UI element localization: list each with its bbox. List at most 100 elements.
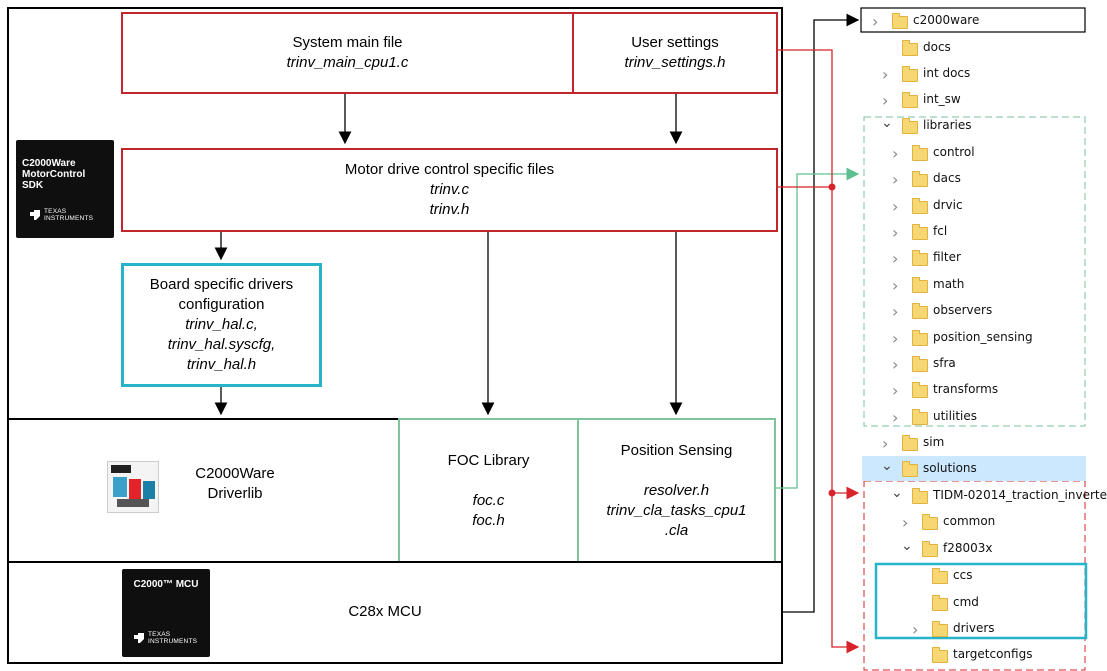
folder-icon [912,250,928,266]
junction-dot [828,183,836,191]
tree-item-label[interactable]: sfra [933,356,956,370]
folder-icon [902,40,918,56]
foc-title: FOC Library [447,451,530,469]
tree-item-label[interactable]: common [943,514,996,528]
tree-item-label[interactable]: utilities [933,409,977,423]
folder-icon [932,568,948,584]
tree-item-label[interactable]: observers [933,303,993,317]
system-main-title: System main file [292,34,403,51]
tree-item-label[interactable]: ccs [953,568,973,582]
folder-icon [912,145,928,161]
tree-item-label[interactable]: TIDM-02014_traction_inverte [933,488,1107,502]
tree-item-label[interactable]: transforms [933,382,999,396]
tree-item-label[interactable]: drvic [933,198,963,212]
tree-item-label[interactable]: int_sw [923,92,961,106]
tree-item-label[interactable]: cmd [953,595,979,609]
chevron-right-icon[interactable]: › [892,355,899,374]
board-drivers-file1: trinv_hal.c, [185,316,258,333]
ti-mark-icon [134,633,144,643]
user-settings-file: trinv_settings.h [624,54,726,71]
arrow-position-to-libraries [776,167,860,489]
chevron-right-icon[interactable]: › [892,408,899,427]
folder-icon [912,171,928,187]
tree-item-label[interactable]: targetconfigs [953,647,1033,661]
folder-icon [912,409,928,425]
system-main-box: System main file trinv_main_cpu1.c [121,12,574,94]
chevron-right-icon[interactable]: › [892,170,899,189]
folder-icon [902,461,918,477]
folder-icon [902,435,918,451]
tree-item-label[interactable]: math [933,277,965,291]
c2000ware-motorcontrol-sdk-logo: C2000Ware MotorControl SDK TEXAS INSTRUM… [16,140,114,238]
folder-icon [922,541,938,557]
tree-item-label[interactable]: sim [923,435,945,449]
chevron-right-icon[interactable]: › [892,144,899,163]
mcu-divider [7,561,783,563]
driverlib-label: C2000Ware Driverlib [195,465,275,502]
motor-drive-title: Motor drive control specific files [344,161,555,178]
tree-item-label[interactable]: drivers [953,621,995,635]
foc-file1: foc.c [472,491,505,509]
solutions-row-highlight [862,456,1086,481]
position-sensing-box: Position Sensing resolver.h trinv_cla_ta… [577,418,776,563]
chevron-right-icon[interactable]: › [892,381,899,400]
chevron-right-icon[interactable]: › [892,197,899,216]
sdk-logo-line3: SDK [22,180,44,191]
folder-icon [912,330,928,346]
mcu-label: C28x MCU [348,603,422,620]
tree-item-label[interactable]: f28003x [943,541,993,555]
motor-drive-file2: trinv.h [429,201,470,218]
position-file1: resolver.h [643,481,710,499]
folder-icon [912,277,928,293]
sdk-logo-line2: MotorControl [22,169,86,180]
tree-item-label[interactable]: c2000ware [913,13,980,27]
tree-item-label[interactable]: position_sensing [933,330,1033,344]
folder-icon [932,647,948,663]
chevron-down-icon[interactable]: ⌄ [891,485,903,501]
mcu-logo-line1: C2000™ MCU [133,579,199,590]
chevron-right-icon[interactable]: › [892,302,899,321]
position-title: Position Sensing [620,441,733,459]
chevron-right-icon[interactable]: › [902,513,909,532]
folder-icon [912,303,928,319]
chevron-right-icon[interactable]: › [892,249,899,268]
arrow-settings-to-tree [776,49,860,654]
folder-icon [922,514,938,530]
folder-icon [902,92,918,108]
chevron-right-icon[interactable]: › [872,12,879,31]
foc-file2: foc.h [472,511,505,529]
board-drivers-file2: trinv_hal.syscfg, [167,336,276,353]
chevron-right-icon[interactable]: › [882,434,889,453]
chevron-down-icon[interactable]: ⌄ [901,538,913,554]
c2000-mcu-logo: C2000™ MCU TEXAS INSTRUMENTS [122,569,210,657]
tree-item-label[interactable]: solutions [923,461,977,475]
chevron-right-icon[interactable]: › [892,329,899,348]
tree-item-label[interactable]: filter [933,250,961,264]
tree-item-label[interactable]: docs [923,40,951,54]
tree-item-label[interactable]: control [933,145,975,159]
chevron-down-icon[interactable]: ⌄ [881,115,893,131]
board-drivers-box: Board specific drivers configuration tri… [121,263,322,387]
chevron-right-icon[interactable]: › [892,223,899,242]
chevron-down-icon[interactable]: ⌄ [881,458,893,474]
chevron-right-icon[interactable]: › [882,91,889,110]
user-settings-title: User settings [631,34,719,51]
folder-icon [912,356,928,372]
chevron-right-icon[interactable]: › [912,620,919,639]
tree-item-label[interactable]: fcl [933,224,948,238]
driverlib-icon [107,461,159,513]
folder-icon [892,13,908,29]
ti-mark-icon [30,210,40,220]
tree-item-label[interactable]: int docs [923,66,971,80]
user-settings-box: User settings trinv_settings.h [572,12,778,94]
chevron-right-icon[interactable]: › [892,276,899,295]
motor-drive-file1: trinv.c [430,181,469,198]
tree-item-label[interactable]: libraries [923,118,972,132]
tree-item-label[interactable]: dacs [933,171,961,185]
chevron-right-icon[interactable]: › [882,65,889,84]
board-drivers-title1: Board specific drivers [149,276,294,293]
folder-icon [912,382,928,398]
folder-icon [902,66,918,82]
board-drivers-title2: configuration [178,296,265,313]
folder-icon [912,224,928,240]
